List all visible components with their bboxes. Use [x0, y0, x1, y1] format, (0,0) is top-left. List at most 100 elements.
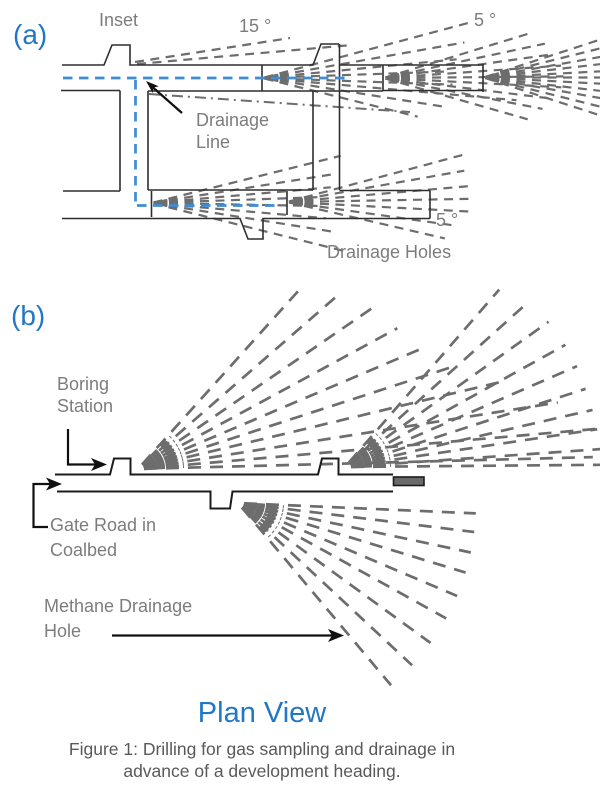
drill-hole-ray: [350, 447, 600, 468]
gate-road-arrow: [32, 482, 50, 529]
drill-hole-ray: [347, 288, 501, 464]
drill-hole-ray: [350, 463, 600, 469]
drill-hole-ray: [288, 201, 446, 240]
drill-hole-ray: [242, 505, 432, 644]
angle-5-top-label: 5 °: [474, 10, 496, 30]
drill-hole-ray: [143, 380, 503, 469]
drill-hole-ray: [385, 31, 533, 79]
figure-caption-line2: advance of a development heading.: [123, 761, 400, 781]
gate-road-top-wall: [55, 457, 393, 476]
drill-hole-ray: [264, 41, 465, 79]
drill-hole-fan-a1: [264, 21, 517, 118]
drill-hole-ray: [288, 201, 458, 227]
boring-station-label: Boring: [57, 374, 109, 394]
drill-hole-ray: [385, 77, 410, 86]
drill-hole-ray: [288, 201, 313, 208]
drill-hole-fan-a5: [288, 153, 473, 240]
drill-hole-ray: [350, 387, 587, 467]
drill-hole-ray: [143, 464, 184, 471]
drill-hole-ray: [142, 348, 420, 468]
drill-hole-ray: [385, 64, 562, 79]
drainage-line-arrowhead: [146, 81, 159, 93]
gate-road-bottom-wall: [57, 490, 393, 510]
drill-hole-fan-b3: [240, 501, 476, 687]
drill-hole-ray: [264, 58, 457, 79]
drill-hole-ray: [264, 77, 289, 85]
drill-hole-ray: [143, 365, 453, 469]
drill-hole-ray: [241, 506, 414, 667]
drainage-hole-dashdot: [148, 93, 411, 113]
panel-a-label: (a): [13, 19, 47, 50]
drill-hole-ray: [153, 202, 326, 220]
angle-5-bottom-label: 5 °: [436, 210, 458, 230]
boring-station-label-2: Station: [57, 396, 113, 416]
drill-hole-ray: [243, 502, 472, 554]
gate-road-label: Gate Road in: [50, 515, 156, 535]
drill-hole-ray: [288, 197, 473, 204]
drill-hole-ray: [349, 320, 550, 465]
labels-layer: (a) Inset 15 ° 5 ° Drainage Line 5 ° Dra…: [11, 10, 496, 781]
drill-hole-ray: [240, 506, 393, 687]
methane-hole-arrowhead: [328, 629, 344, 642]
drill-hole-fan-a4: [153, 154, 346, 253]
drill-hole-ray: [349, 364, 578, 466]
drill-hole-ray: [140, 289, 300, 466]
drill-hole-ray: [288, 169, 465, 203]
drill-hole-ray: [242, 504, 447, 620]
drill-hole-ray: [243, 502, 475, 534]
drill-hole-ray: [485, 77, 509, 86]
drill-hole-ray: [264, 77, 418, 118]
drill-hole-ray: [243, 501, 476, 515]
lower-road-bottom-wall: [62, 217, 430, 240]
drill-hole-ray: [385, 77, 543, 110]
drill-hole-fan-a2: [385, 31, 564, 121]
drill-hole-ray: [385, 53, 554, 79]
drill-hole-fan-a3: [485, 38, 600, 117]
inset-hole-5deg: [136, 43, 353, 66]
drill-hole-ray: [264, 21, 471, 79]
fans-layer: [134, 21, 600, 687]
drill-hole-ray: [153, 195, 324, 204]
drainage-line-label: Drainage: [196, 110, 269, 130]
figure-caption-line1: Figure 1: Drilling for gas sampling and …: [69, 739, 455, 759]
panel-b-structure: [55, 457, 425, 510]
drainage-holes-label: Drainage Holes: [327, 242, 451, 262]
drill-hole-ray: [385, 77, 553, 100]
drill-hole-ray: [142, 306, 374, 467]
drainage-line: [63, 76, 347, 207]
drill-hole-ray: [141, 294, 339, 467]
arrows-layer: [32, 81, 344, 642]
left-crosscut-walls: [63, 90, 121, 192]
inset-label: Inset: [99, 10, 138, 30]
pillar-walls: [147, 44, 341, 191]
drill-hole-ray: [385, 42, 546, 79]
drainage-line-arrow: [152, 86, 183, 114]
drill-hole-ray: [350, 408, 593, 468]
heading-face-block: [392, 476, 425, 487]
drill-hole-ray: [242, 504, 458, 598]
boring-station-arrowhead: [91, 458, 107, 471]
drill-hole-ray: [350, 463, 392, 469]
drill-hole-ray: [348, 302, 529, 465]
drill-hole-ray: [349, 343, 567, 466]
drill-hole-ray: [153, 154, 341, 204]
upper-road-top-wall: [62, 43, 339, 66]
drill-hole-ray: [153, 202, 346, 253]
gate-road-label-2: Coalbed: [50, 540, 117, 560]
methane-hole-label: Methane Drainage: [44, 596, 192, 616]
drill-hole-ray: [240, 506, 271, 538]
drill-hole-ray: [243, 503, 466, 574]
upper-road-bottom-wall: [61, 89, 483, 92]
drill-hole-ray: [143, 401, 559, 470]
gate-road-arrowhead: [46, 477, 62, 491]
drainage-line-label-2: Line: [196, 132, 230, 152]
methane-hole-label-2: Hole: [44, 621, 81, 641]
drill-hole-ray: [264, 77, 517, 102]
angle-15-label: 15 °: [239, 16, 271, 36]
drill-hole-fan-b1: [140, 289, 597, 471]
drill-hole-ray: [350, 427, 598, 468]
boring-station-arrow: [66, 429, 96, 466]
inset-hole-15deg: [134, 36, 291, 64]
